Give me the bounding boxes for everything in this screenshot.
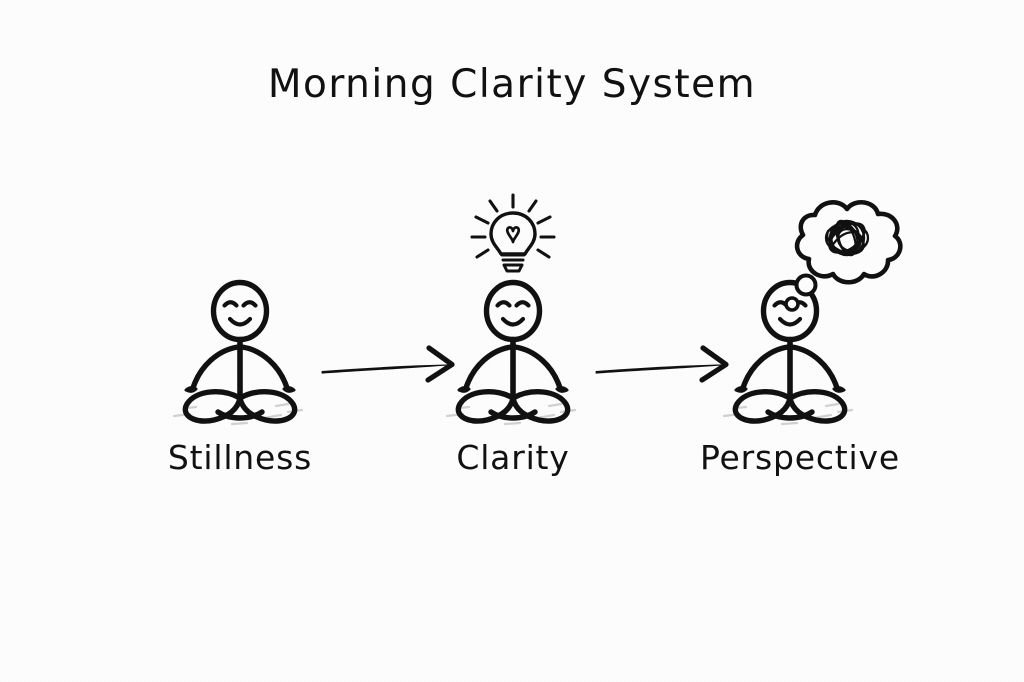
stage-label-perspective: Perspective xyxy=(700,438,900,477)
lightbulb-icon xyxy=(470,193,556,273)
connector-arrow-1 xyxy=(322,348,452,380)
page-title: Morning Clarity System xyxy=(267,62,757,107)
stage-figure-stillness[interactable] xyxy=(174,283,302,425)
thought-bubble-icon xyxy=(786,202,900,310)
stage-label-stillness: Stillness xyxy=(167,438,313,477)
stage-figure-clarity[interactable] xyxy=(447,283,575,425)
connector-arrow-2 xyxy=(596,348,726,380)
stage-label-clarity: Clarity xyxy=(456,438,570,477)
